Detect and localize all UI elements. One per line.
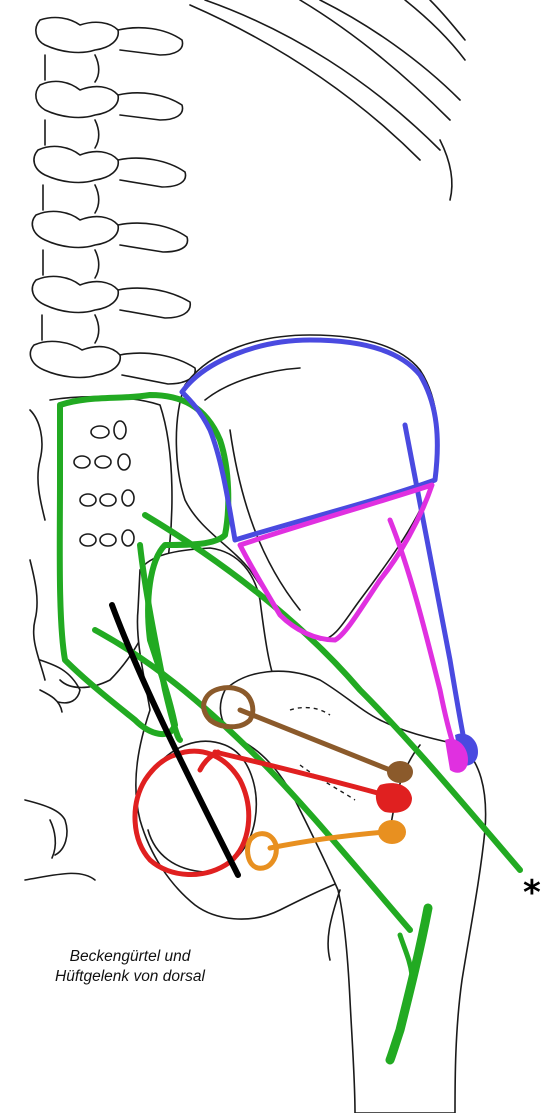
caption-line-2: Hüftgelenk von dorsal — [10, 967, 250, 987]
figure-caption: Beckengürtel und Hüftgelenk von dorsal — [10, 947, 250, 987]
caption-line-1: Beckengürtel und — [10, 947, 250, 967]
lumbar-spine — [30, 18, 195, 384]
orange-insertion — [378, 820, 406, 844]
brown-insertion — [387, 761, 413, 783]
asterisk-marker: * — [523, 876, 541, 910]
ribs — [190, 0, 465, 200]
